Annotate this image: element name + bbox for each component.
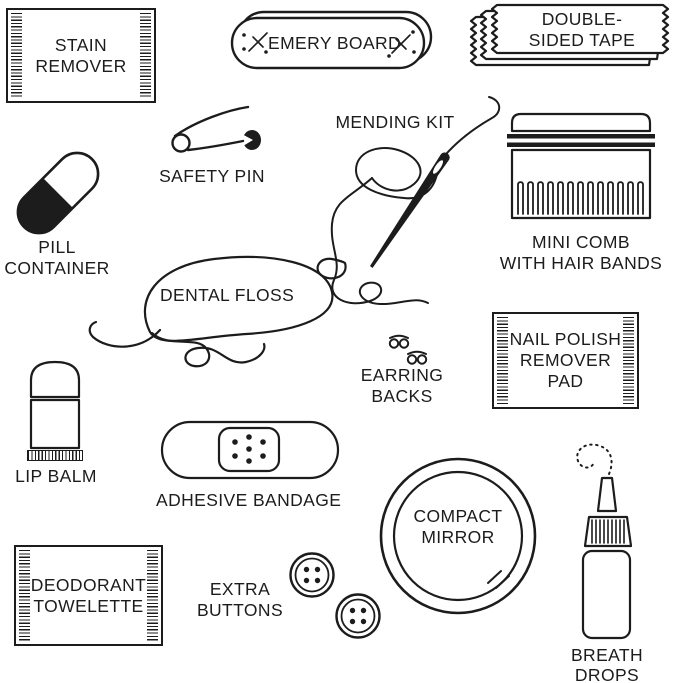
compact-mirror-drawing [379, 457, 537, 615]
packet-hatch [497, 317, 508, 404]
extra-buttons-label: EXTRA BUTTONS [196, 579, 284, 620]
double-sided-tape-drawing [469, 3, 670, 67]
earring-backs-drawing [388, 334, 428, 365]
adhesive-bandage-label: ADHESIVE BANDAGE [156, 490, 342, 510]
mending-kit-label: MENDING KIT [335, 112, 455, 132]
lip-balm-drawing [29, 360, 81, 450]
breath-drops-drawing [576, 443, 633, 640]
lip-balm-label: LIP BALM [15, 466, 97, 486]
nail-polish-pad-label: NAIL POLISH REMOVER PAD [509, 329, 622, 391]
packet-hatch [147, 550, 158, 641]
double-sided-tape-label: DOUBLE- SIDED TAPE [528, 9, 636, 50]
stain-remover-label: STAIN REMOVER [35, 34, 127, 76]
safety-pin-drawing [171, 105, 261, 153]
mini-comb-label: MINI COMB WITH HAIR BANDS [499, 232, 663, 273]
dental-floss-label: DENTAL FLOSS [160, 285, 295, 305]
packet-hatch [11, 13, 22, 98]
sparkle-icon [242, 32, 268, 54]
lip-balm-ribbed-base [27, 450, 83, 461]
packet-hatch [140, 13, 151, 98]
deodorant-towelette-label: DEODORANT TOWELETTE [30, 574, 147, 616]
scent-dots-icon [576, 443, 613, 475]
emery-board-label: EMERY BOARD [268, 33, 402, 53]
nail-polish-pad-packet: NAIL POLISH REMOVER PAD [492, 312, 639, 409]
sparkle-icon [387, 30, 416, 58]
earring-backs-label: EARRING BACKS [360, 365, 444, 406]
safety-pin-label: SAFETY PIN [159, 166, 265, 186]
dental-floss-drawing [88, 255, 347, 368]
adhesive-bandage-drawing [160, 420, 340, 480]
mirror-shine-icon [487, 570, 510, 589]
stain-remover-packet: STAIN REMOVER [6, 8, 156, 103]
compact-mirror-label: COMPACT MIRROR [413, 506, 503, 547]
packet-hatch [623, 317, 634, 404]
mending-kit-drawing [330, 96, 501, 306]
mini-comb-drawing [507, 112, 655, 220]
pill-container-label: PILL CONTAINER [4, 237, 110, 278]
deodorant-towelette-packet: DEODORANT TOWELETTE [14, 545, 163, 646]
packet-hatch [19, 550, 30, 641]
extra-buttons-drawing [289, 552, 381, 639]
pill-container-drawing [16, 151, 100, 235]
breath-drops-label: BREATH DROPS [570, 645, 644, 683]
emery-board-drawing [230, 10, 433, 70]
